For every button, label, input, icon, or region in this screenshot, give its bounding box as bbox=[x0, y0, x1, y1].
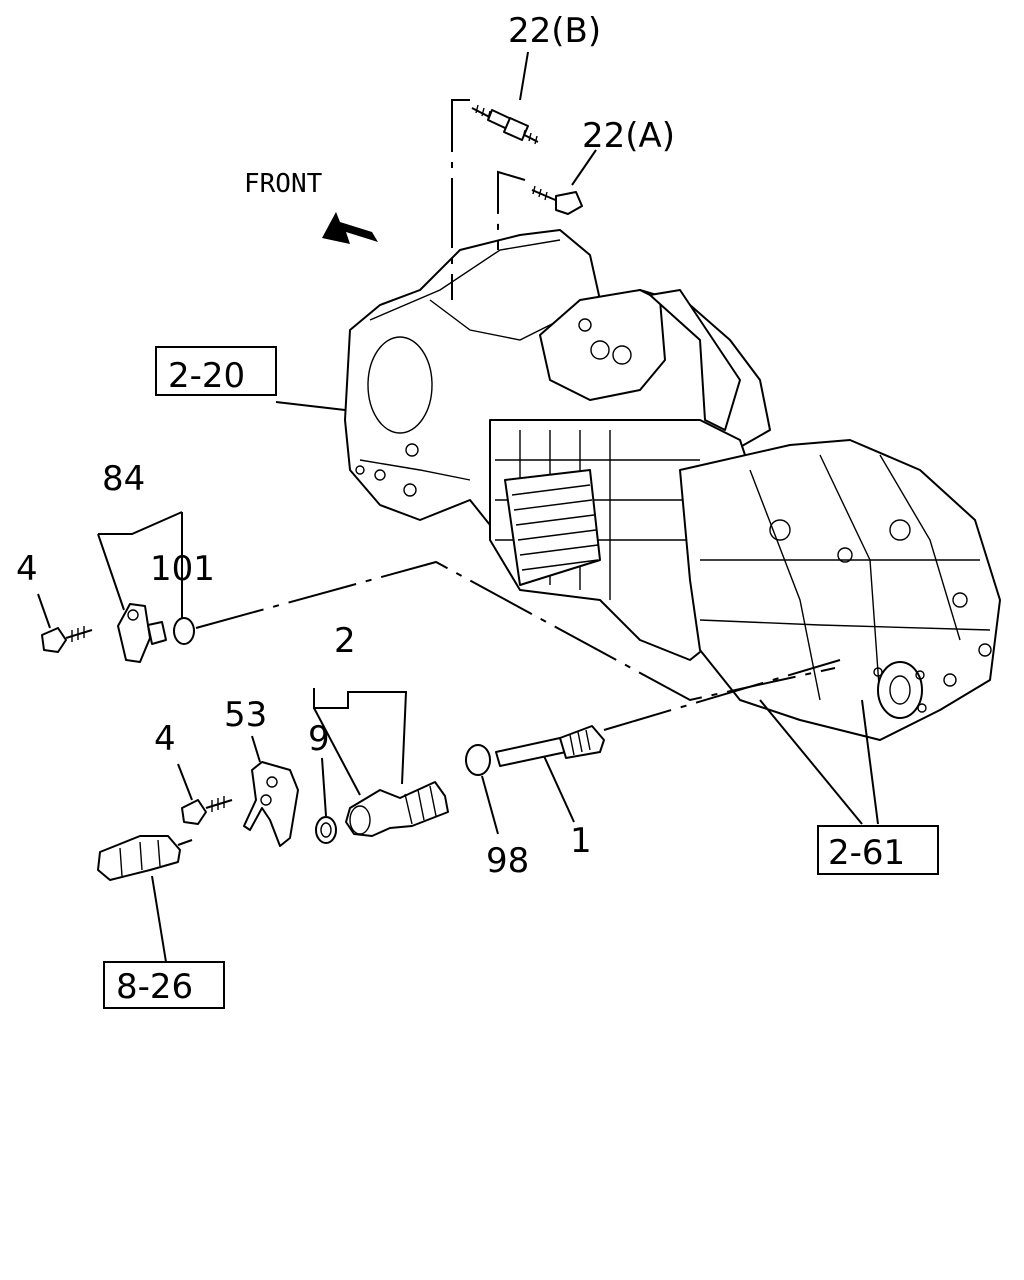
transmission-assembly bbox=[344, 229, 1001, 741]
part-98-o-ring bbox=[465, 744, 491, 776]
part-1-gear-shaft bbox=[495, 725, 605, 767]
label-22a: 22(A) bbox=[582, 116, 675, 156]
ref-2-20: 2-20 bbox=[168, 356, 245, 396]
ref-box-2-61 bbox=[817, 825, 939, 875]
label-9: 9 bbox=[308, 719, 330, 759]
ref-box-8-26 bbox=[103, 961, 225, 1009]
label-84: 84 bbox=[102, 459, 145, 499]
ref-8-26: 8-26 bbox=[116, 967, 193, 1007]
part-4-bolt-lower bbox=[181, 796, 233, 825]
label-101: 101 bbox=[150, 549, 215, 589]
part-4-bolt-upper bbox=[41, 626, 93, 653]
label-4-upper: 4 bbox=[16, 549, 38, 589]
part-53-bracket bbox=[243, 761, 299, 847]
label-53: 53 bbox=[224, 695, 267, 735]
label-4-lower: 4 bbox=[154, 719, 176, 759]
part-2-sensor-assembly bbox=[345, 781, 449, 837]
part-101-o-ring bbox=[173, 617, 195, 645]
part-84-plate bbox=[117, 603, 167, 663]
ref-2-61: 2-61 bbox=[828, 833, 905, 873]
bolt-22a bbox=[531, 185, 583, 215]
part-9-bushing bbox=[315, 816, 337, 844]
label-front: FRONT bbox=[244, 169, 323, 199]
ref-box-2-20 bbox=[155, 346, 277, 396]
bolt-22b bbox=[471, 104, 539, 145]
front-arrow-icon bbox=[322, 212, 378, 244]
label-2: 2 bbox=[334, 621, 356, 661]
label-1: 1 bbox=[570, 821, 592, 861]
label-98: 98 bbox=[486, 841, 529, 881]
part-8-26-connector bbox=[97, 835, 193, 881]
label-22b: 22(B) bbox=[508, 11, 601, 51]
